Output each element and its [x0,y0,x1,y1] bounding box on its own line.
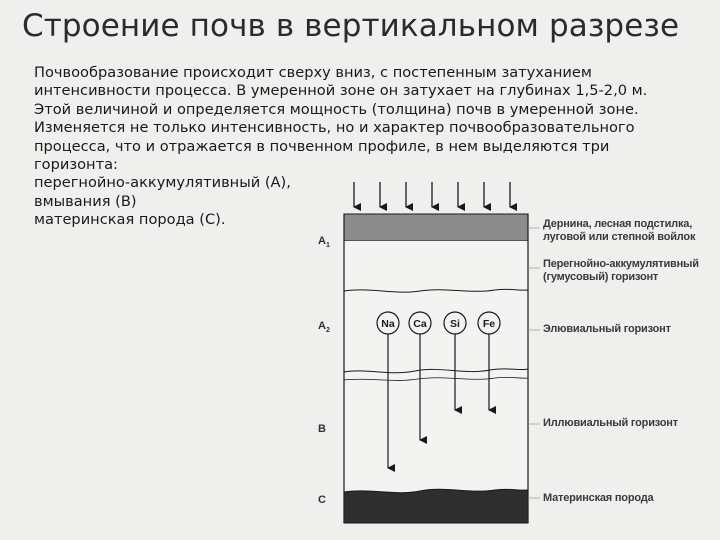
horizon-a2-label: A2 [318,320,330,334]
horizon-c-label: C [318,494,326,506]
parent-rock-layer [344,489,528,523]
litter-label: Дернина, лесная подстилка, луговой или с… [543,218,695,244]
element-fe: Fe [483,318,495,330]
humus-label: Перегнойно-аккумулятивный (гумусовый) го… [543,258,699,284]
incoming-arrows [354,182,510,207]
horizon-a1-label: A1 [318,235,330,249]
parent-rock-label: Материнская порода [543,492,653,504]
element-ca: Ca [413,318,427,330]
horizon-b-label: B [318,423,326,435]
litter-layer [344,214,528,241]
humus-label-line-1: Перегнойно-аккумулятивный [543,258,699,271]
illuvial-label: Иллювиальный горизонт [543,417,678,429]
profile-body [344,241,528,492]
element-si: Si [450,318,460,330]
leader-lines [528,228,540,498]
humus-label-line-2: (гумусовый) горизонт [543,271,699,284]
eluvial-label: Элювиальный горизонт [543,323,671,335]
litter-label-line-2: луговой или степной войлок [543,231,695,244]
litter-label-line-1: Дернина, лесная подстилка, [543,218,695,231]
element-na: Na [381,318,395,330]
